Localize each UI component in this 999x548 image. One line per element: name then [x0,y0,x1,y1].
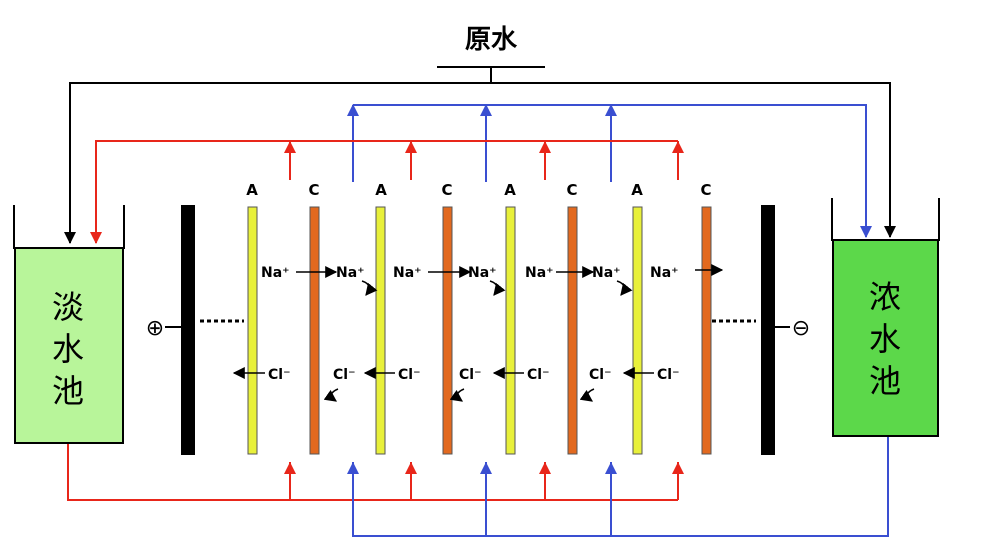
sodium-ion-row: Na⁺ Na⁺ Na⁺ Na⁺ Na⁺ Na⁺ Na⁺ [261,264,724,296]
blue-arrow-bottom-1 [347,462,359,474]
cl-ion-5: Cl⁻ [527,367,549,383]
membrane-label-7: A [631,181,643,199]
red-bottom-manifold [67,443,679,501]
cl-ion-4: Cl⁻ [459,367,481,383]
anion-membrane-1 [247,206,258,455]
cation-membrane-1 [309,206,320,455]
blue-top-manifold [352,104,867,237]
cation-membrane-2 [442,206,453,455]
membrane-label-6: C [566,181,577,199]
red-arrow-bottom-2 [405,462,417,474]
na-blocked-curve-3 [616,280,633,296]
red-arrow-up-2 [405,141,417,153]
dilute-tank: 淡 水 池 [13,205,125,444]
cathode-electrode [761,205,775,455]
cl-ion-6: Cl⁻ [589,367,611,383]
red-arrow-up-4 [672,141,684,153]
raw-water-feed-lines [69,82,891,243]
red-arrow-into-dilute [90,232,102,244]
blue-bottom-manifold [352,437,889,537]
na-ion-6: Na⁺ [592,265,621,281]
na-ion-4: Na⁺ [468,265,497,281]
concentrate-tank-label-1: 浓 [869,278,901,316]
blue-arrow-up-1 [347,104,359,116]
red-arrow-bottom-1 [284,462,296,474]
cl-ion-7: Cl⁻ [657,367,679,383]
dilute-tank-label-2: 水 [52,330,84,368]
membrane-label-2: C [308,181,319,199]
na-ion-3: Na⁺ [393,265,422,281]
red-arrow-bottom-4 [672,462,684,474]
cathode-minus-icon: ⊖ [792,316,810,341]
red-arrow-up-3 [539,141,551,153]
membrane-label-3: A [375,181,387,199]
feed-arrow-right [884,226,896,238]
na-ion-2: Na⁺ [336,265,365,281]
raw-water-title: 原水 [465,25,518,55]
feed-arrow-left [64,232,76,244]
cation-membrane-4 [701,206,712,455]
blue-arrow-up-2 [480,104,492,116]
na-ion-1: Na⁺ [261,265,290,281]
anode: ⊕ [146,205,244,455]
membrane-label-8: C [700,181,711,199]
blue-arrow-up-3 [605,104,617,116]
cl-ion-2: Cl⁻ [333,367,355,383]
blue-arrow-into-concentrate [860,226,872,238]
concentrate-tank: 浓 水 池 [831,198,940,437]
chloride-ion-row: Cl⁻ Cl⁻ Cl⁻ Cl⁻ Cl⁻ Cl⁻ Cl⁻ [232,367,679,402]
na-ion-7: Na⁺ [650,265,679,281]
concentrate-tank-label-3: 池 [869,362,901,400]
anode-electrode [181,205,195,455]
cl-blocked-curve-3 [579,388,595,402]
membrane-label-1: A [246,181,258,199]
concentrate-tank-label-2: 水 [869,320,901,358]
na-blocked-curve-2 [489,280,506,296]
red-arrow-bottom-3 [539,462,551,474]
anion-membrane-4 [632,206,643,455]
anion-membrane-3 [505,206,516,455]
blue-arrow-bottom-3 [605,462,617,474]
anion-membrane-2 [375,206,386,455]
dilute-tank-label-1: 淡 [52,288,84,326]
cl-blocked-curve-2 [449,388,465,402]
na-ion-5: Na⁺ [525,265,554,281]
cl-ion-1: Cl⁻ [268,367,290,383]
cl-ion-3: Cl⁻ [398,367,420,383]
blue-arrow-bottom-2 [480,462,492,474]
cathode: ⊖ [712,205,810,455]
membrane-label-4: C [441,181,452,199]
dilute-tank-label-3: 池 [52,372,84,410]
cation-membrane-3 [567,206,578,455]
membrane-labels: A C A C A C A C [246,181,711,199]
red-arrow-up-1 [284,141,296,153]
na-blocked-curve-1 [361,280,378,296]
membrane-stack [247,206,712,455]
cl-blocked-curve-1 [323,388,339,402]
membrane-label-5: A [504,181,516,199]
anode-plus-icon: ⊕ [146,316,164,341]
